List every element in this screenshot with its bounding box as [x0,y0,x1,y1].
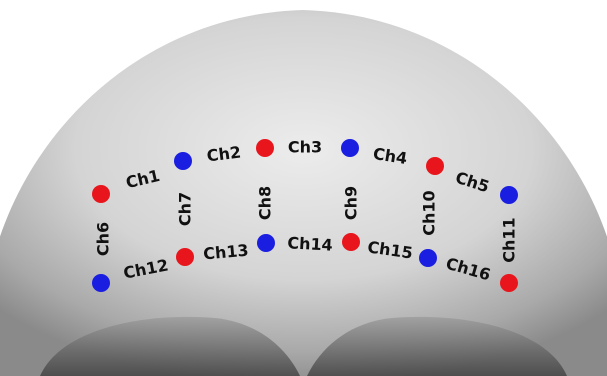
detector-optode-4 [341,139,359,157]
channel-label-13: Ch13 [202,241,249,264]
detector-optode-2 [174,152,192,170]
channel-label-14: Ch14 [287,233,333,254]
channel-label-7: Ch7 [176,192,195,226]
channel-label-9: Ch9 [342,186,361,220]
source-optode-10 [342,233,360,251]
source-optode-3 [256,139,274,157]
channel-label-11: Ch11 [500,217,519,262]
detector-optode-11 [419,249,437,267]
detector-optode-6 [500,186,518,204]
channel-label-3: Ch3 [288,138,322,157]
channel-label-6: Ch6 [94,222,113,256]
channel-label-8: Ch8 [256,186,275,220]
source-optode-5 [426,157,444,175]
channel-label-10: Ch10 [420,190,439,235]
detector-optode-7 [92,274,110,292]
source-optode-1 [92,185,110,203]
source-optode-12 [500,274,518,292]
source-optode-8 [176,248,194,266]
detector-optode-9 [257,234,275,252]
